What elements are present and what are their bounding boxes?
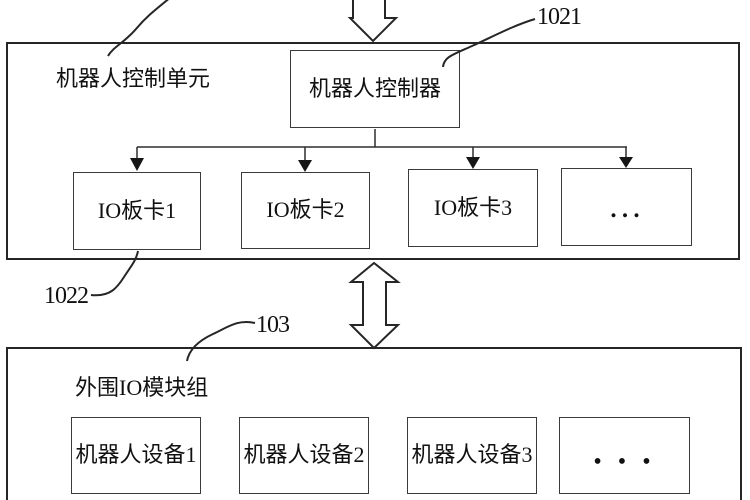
io-board-ellipsis-label: ... <box>609 187 644 225</box>
peripheral-io-module-group-label: 外围IO模块组 <box>75 375 209 400</box>
robot-device-2-box: 机器人设备2 <box>239 417 369 494</box>
device-ellipsis-box: • • • <box>559 417 690 494</box>
io-board-ellipsis-box: ... <box>561 168 692 246</box>
robot-controller-box: 机器人控制器 <box>290 50 460 128</box>
ref-label-1022: 1022 <box>44 283 89 309</box>
io-board-3-label: IO板卡3 <box>433 194 513 220</box>
robot-control-unit-label: 机器人控制单元 <box>56 66 211 91</box>
io-board-2-box: IO板卡2 <box>241 172 370 249</box>
unit-link-double-arrow-icon <box>348 261 401 350</box>
device-ellipsis-label: • • • <box>593 449 656 476</box>
robot-controller-label: 机器人控制器 <box>308 75 441 101</box>
external-link-down-arrow-icon <box>347 0 399 43</box>
robot-device-3-box: 机器人设备3 <box>407 417 537 494</box>
io-board-1-box: IO板卡1 <box>73 172 201 250</box>
ref-label-1021: 1021 <box>537 4 582 30</box>
robot-device-1-label: 机器人设备1 <box>75 442 197 468</box>
io-board-1-label: IO板卡1 <box>97 197 177 223</box>
robot-device-3-label: 机器人设备3 <box>411 442 533 468</box>
io-board-3-box: IO板卡3 <box>408 169 538 247</box>
robot-device-2-label: 机器人设备2 <box>243 442 365 468</box>
robot-device-1-box: 机器人设备1 <box>71 417 201 494</box>
io-board-2-label: IO板卡2 <box>266 197 345 223</box>
ref-label-103: 103 <box>256 312 290 338</box>
